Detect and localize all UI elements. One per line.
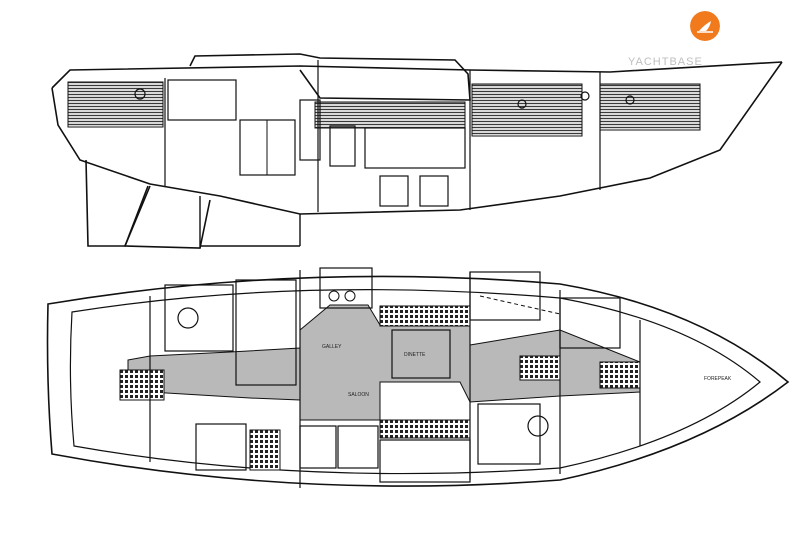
label-galley: GALLEY [322,344,342,350]
plan-view [46,267,790,488]
deckhouse [189,53,471,101]
label-dinette: DINETTE [404,352,426,358]
label-forepeak: FOREPEAK [704,376,732,382]
watermark-text: YACHTBASE [628,56,703,68]
plan-hull-outline [46,275,790,487]
deck-line [51,61,783,89]
keel [123,185,211,249]
label-saloon: SALOON [348,392,369,398]
sailboat-logo-icon [690,11,720,41]
plan-hull-inner [69,289,761,475]
profile-view [51,53,783,249]
rudder [85,159,149,247]
